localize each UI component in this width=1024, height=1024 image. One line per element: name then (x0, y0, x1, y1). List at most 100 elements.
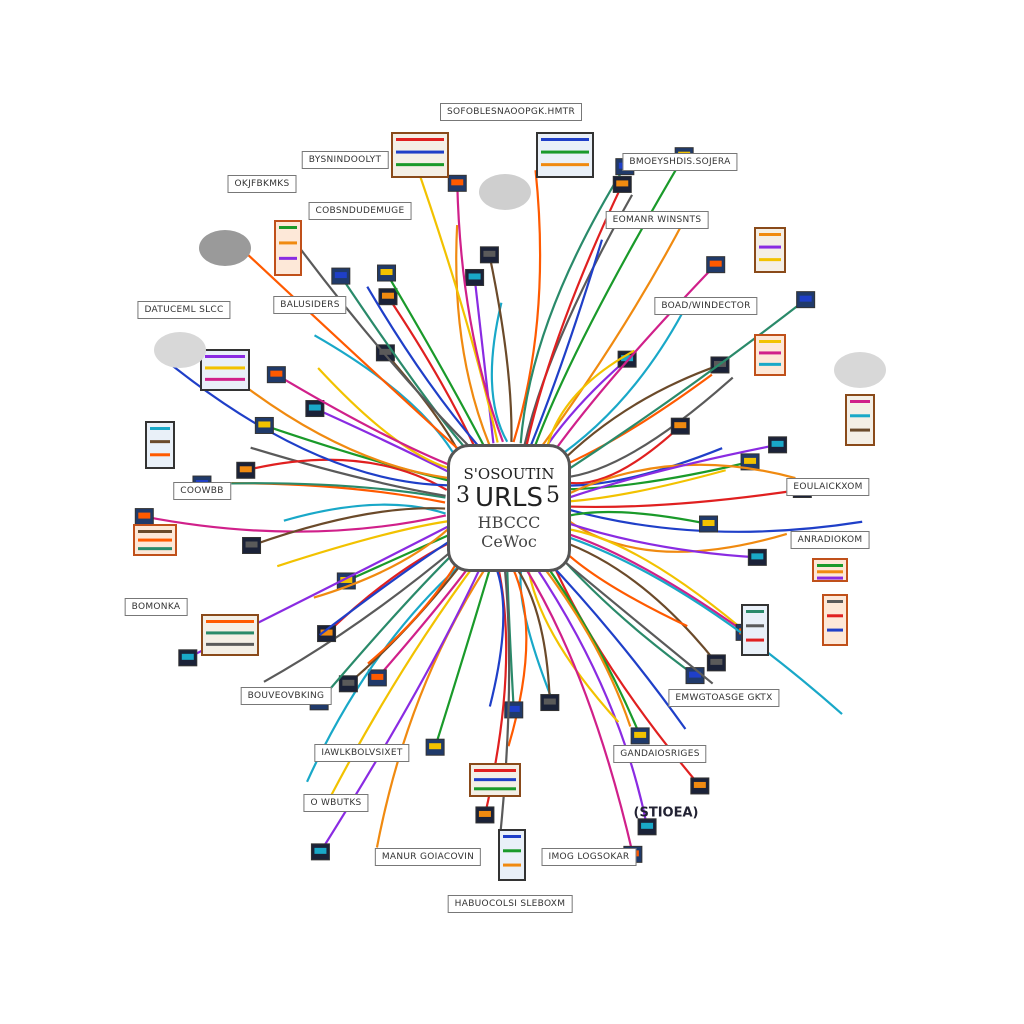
panel-row-icon (396, 163, 444, 167)
wire (366, 286, 481, 449)
panel-row-icon (396, 138, 444, 141)
wire (540, 557, 642, 737)
cloud-icon (834, 352, 886, 388)
wire (533, 155, 686, 449)
node-label: BOMONKA (124, 598, 188, 616)
wire (523, 565, 634, 855)
panel-row-icon (279, 256, 297, 260)
panel-row-icon (206, 631, 254, 635)
device-screen-icon (616, 180, 629, 187)
wire (551, 312, 684, 463)
wire (318, 537, 455, 636)
cloud-icon (154, 332, 206, 368)
panel-row-icon (759, 233, 781, 236)
device-screen-icon (634, 731, 647, 738)
wire (564, 425, 682, 485)
wire (488, 254, 513, 442)
wire (498, 568, 511, 837)
device-screen-icon (478, 810, 491, 817)
panel-row-icon (541, 138, 589, 141)
wire (233, 241, 468, 458)
node-label: DATUCEML SLCC (137, 301, 231, 319)
panel-row-icon (503, 863, 521, 867)
wire (434, 565, 492, 748)
node-label: O WBUTKS (303, 794, 369, 812)
hub-side-right: 5 (546, 483, 560, 508)
device-screen-icon (381, 292, 394, 299)
node-label: COBSNDUDEMUGE (308, 202, 412, 220)
device-screen-icon (744, 457, 757, 464)
panel-row-icon (206, 642, 254, 646)
panel-row-icon (150, 453, 170, 457)
device-screen-icon (641, 822, 654, 829)
wire (568, 488, 803, 509)
wire (544, 349, 635, 456)
cloud-icon (479, 174, 531, 210)
wire (560, 298, 807, 476)
wire (562, 531, 746, 634)
wire (455, 225, 491, 445)
node-label: BOUVEOVBKING (240, 687, 332, 705)
panel-row-icon (205, 355, 245, 358)
wire (275, 373, 458, 469)
wire (523, 194, 634, 445)
wire (567, 460, 751, 491)
panel-row-icon (759, 245, 781, 249)
panel-row-icon (759, 340, 781, 343)
panel-row-icon (817, 564, 843, 567)
wire (283, 503, 446, 522)
device-screen-icon (320, 629, 333, 636)
wire (385, 272, 486, 447)
wire (276, 520, 448, 568)
device-screen-icon (429, 743, 442, 750)
device-screen-icon (689, 671, 702, 678)
device-screen-icon (710, 658, 723, 665)
panel-row-icon (746, 624, 764, 628)
wire (318, 545, 462, 703)
wire (558, 539, 718, 664)
wire (568, 469, 726, 503)
wire (245, 458, 448, 491)
device-screen-icon (314, 847, 327, 854)
panel-row-icon (138, 530, 172, 533)
panel-row-icon (138, 538, 172, 542)
device-screen-icon (483, 250, 496, 257)
device-screen-icon (270, 370, 283, 377)
wire (561, 533, 843, 715)
panel-row-icon (205, 366, 245, 370)
device-screen-icon (181, 653, 194, 660)
wire (567, 510, 709, 526)
panel-row-icon (850, 414, 870, 418)
wire (345, 532, 453, 582)
device-screen-icon (451, 179, 464, 186)
wire (314, 407, 454, 476)
panel-row-icon (503, 835, 521, 838)
free-label: (STIOEA) (633, 805, 699, 821)
wire (339, 275, 472, 455)
wire (566, 447, 723, 487)
node-label: BYSNINDOOLYT (301, 151, 389, 169)
panel-row-icon (850, 428, 870, 432)
wire (531, 561, 649, 828)
panel-row-icon (817, 576, 843, 580)
wire (525, 183, 624, 446)
hub-title: URLS (474, 483, 544, 513)
node-label: BMOEYSHDIS.SOJERA (622, 153, 738, 171)
device-screen-icon (543, 698, 556, 705)
node-label: MANUR GOIACOVIN (374, 848, 482, 866)
panel-row-icon (279, 241, 297, 245)
wire (263, 544, 460, 683)
node-label: ANRADIOKOM (790, 531, 870, 549)
device-screen-icon (371, 673, 384, 680)
cloud-icon (199, 230, 251, 266)
panel-row-icon (827, 614, 843, 618)
wire (251, 507, 446, 547)
wire (201, 482, 446, 499)
panel-row-icon (541, 150, 589, 154)
wire (567, 463, 796, 495)
wire (526, 564, 620, 723)
device-screen-icon (138, 512, 151, 519)
node-label: OKJFBKMKS (227, 175, 297, 193)
panel-row-icon (759, 258, 781, 262)
wire (313, 527, 451, 599)
